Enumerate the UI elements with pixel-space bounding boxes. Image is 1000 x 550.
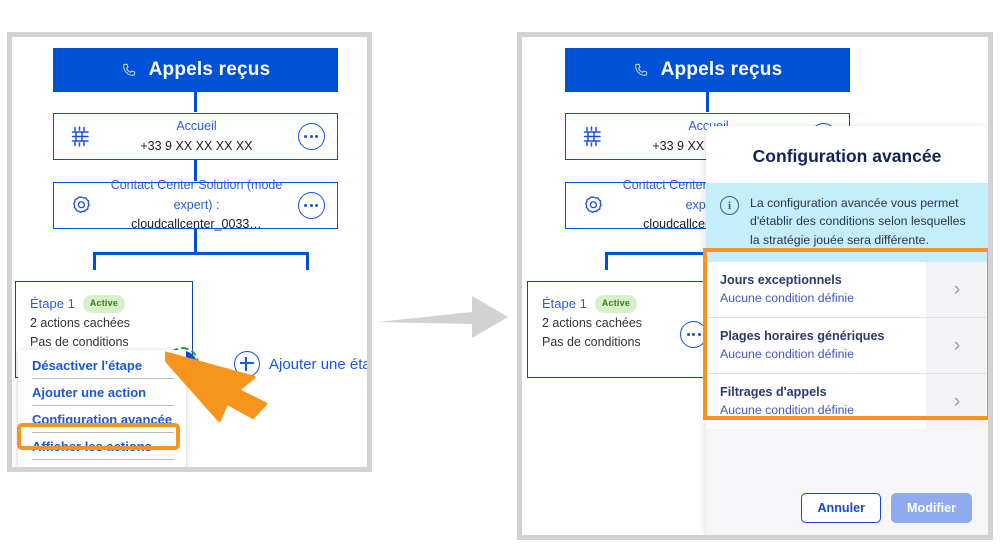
right-arrow-icon — [378, 296, 508, 338]
keypad-icon — [54, 125, 108, 149]
menu-item-configuration-avancee[interactable]: Configuration avancée — [18, 406, 186, 433]
config-row-filtrages-appels[interactable]: Filtrages d'appels Aucune condition défi… — [706, 374, 988, 430]
phone-icon — [121, 62, 137, 78]
step-name: Étape 1 — [30, 296, 75, 311]
config-row-plages-horaires[interactable]: Plages horaires génériques Aucune condit… — [706, 318, 988, 375]
config-row-jours-exceptionnels[interactable]: Jours exceptionnels Aucune condition déf… — [706, 262, 988, 319]
flow-header-right: Appels reçus — [565, 48, 850, 92]
status-badge: Active — [594, 295, 638, 313]
node-contact-center-subtitle: cloudcallcenter_0033… — [131, 217, 262, 232]
modal-title: Configuration avancée — [706, 126, 988, 183]
menu-item-desactiver[interactable]: Désactiver l'étape — [18, 352, 186, 379]
node-accueil-more-wrap — [285, 123, 337, 150]
flow-header-title: Appels reçus — [148, 59, 271, 80]
menu-item-supprimer[interactable]: Supprimer l'étape — [18, 460, 186, 467]
node-contact-center-title: Contact Center Solution (mode expert) : — [110, 178, 283, 212]
flow-header-left: Appels reçus — [53, 48, 338, 92]
step-conditions: Pas de conditions — [30, 334, 129, 349]
node-accueil[interactable]: Accueil +33 9 XX XX XX XX — [53, 113, 338, 160]
node-contact-center[interactable]: Contact Center Solution (mode expert) : … — [53, 178, 338, 231]
step-card[interactable]: Étape 1 Active 2 actions cachées Pas de … — [527, 281, 705, 378]
menu-item-afficher-actions[interactable]: Afficher les actions — [18, 433, 186, 460]
context-menu: Désactiver l'étape Ajouter une action Co… — [18, 350, 186, 467]
connector-node1-to-node2 — [194, 160, 197, 181]
row-text: Plages horaires génériques Aucune condit… — [706, 318, 926, 373]
node-accueil-text: Accueil +33 9 XX XX XX XX — [108, 117, 285, 156]
modify-button[interactable]: Modifier — [891, 493, 972, 523]
row-title: Jours exceptionnels — [720, 273, 842, 288]
phone-icon — [633, 62, 649, 78]
connector-branch-right — [306, 252, 309, 270]
keypad-icon — [566, 125, 620, 149]
row-text: Filtrages d'appels Aucune condition défi… — [706, 374, 926, 429]
status-badge: Active — [82, 295, 126, 313]
step-card-line1: Étape 1 Active — [30, 294, 130, 314]
chevron-right-icon[interactable]: › — [926, 262, 988, 318]
step-card-content: Étape 1 Active 2 actions cachées Pas de … — [30, 294, 130, 352]
gear-icon — [54, 194, 108, 217]
row-subtitle: Aucune condition définie — [720, 346, 854, 361]
modal-info-banner: i La configuration avancée vous permet d… — [706, 183, 988, 263]
cancel-button[interactable]: Annuler — [801, 493, 882, 523]
node-accueil-subtitle: +33 9 XX XX XX XX — [140, 138, 253, 153]
more-options-icon[interactable] — [297, 192, 325, 219]
row-text: Jours exceptionnels Aucune condition déf… — [706, 262, 926, 317]
right-panel: Appels reçus Accueil +33 9 XX XX XX XX — [517, 32, 993, 540]
info-icon: i — [720, 196, 739, 215]
row-title: Plages horaires génériques — [720, 329, 885, 344]
advanced-config-modal: Configuration avancée i La configuration… — [706, 126, 988, 535]
connector-header-to-node1 — [194, 92, 197, 112]
step-more-options-icon[interactable] — [680, 321, 707, 348]
step-name: Étape 1 — [542, 296, 587, 311]
row-subtitle: Aucune condition définie — [720, 290, 854, 305]
node-contact-center-more-wrap — [285, 192, 337, 219]
config-rows-list: Jours exceptionnels Aucune condition déf… — [706, 262, 988, 430]
more-options-icon[interactable] — [297, 123, 325, 150]
row-title: Filtrages d'appels — [720, 385, 827, 400]
modal-footer: Annuler Modifier — [801, 493, 972, 523]
connector-branch-left — [93, 252, 96, 270]
node-contact-center-text: Contact Center Solution (mode expert) : … — [108, 176, 285, 234]
connector-branch-left — [605, 252, 608, 270]
modal-info-text: La configuration avancée vous permet d'é… — [750, 196, 966, 247]
connector-node2-down — [194, 229, 197, 252]
menu-item-ajouter-action[interactable]: Ajouter une action — [18, 379, 186, 406]
step-card-content: Étape 1 Active 2 actions cachées Pas de … — [542, 294, 642, 352]
row-subtitle: Aucune condition définie — [720, 402, 854, 417]
pointer-arrow-icon — [165, 349, 268, 423]
connector-header-to-node1 — [706, 92, 709, 112]
step-actions-count: 2 actions cachées — [30, 315, 131, 330]
add-step-label: Ajouter une étape — [269, 355, 371, 373]
node-accueil-title: Accueil — [176, 119, 217, 134]
chevron-right-icon[interactable]: › — [926, 318, 988, 374]
flow-header-title: Appels reçus — [660, 59, 783, 80]
step-conditions: Pas de conditions — [542, 334, 641, 349]
chevron-right-icon[interactable]: › — [926, 374, 988, 430]
connector-branch-horizontal — [93, 252, 308, 255]
gear-icon — [566, 194, 620, 217]
add-step-button[interactable]: Ajouter une étape — [234, 351, 371, 377]
step-card-line1: Étape 1 Active — [542, 294, 642, 314]
step-actions-count: 2 actions cachées — [542, 315, 643, 330]
left-panel: Appels reçus Accueil +33 9 XX XX XX XX — [7, 32, 372, 472]
